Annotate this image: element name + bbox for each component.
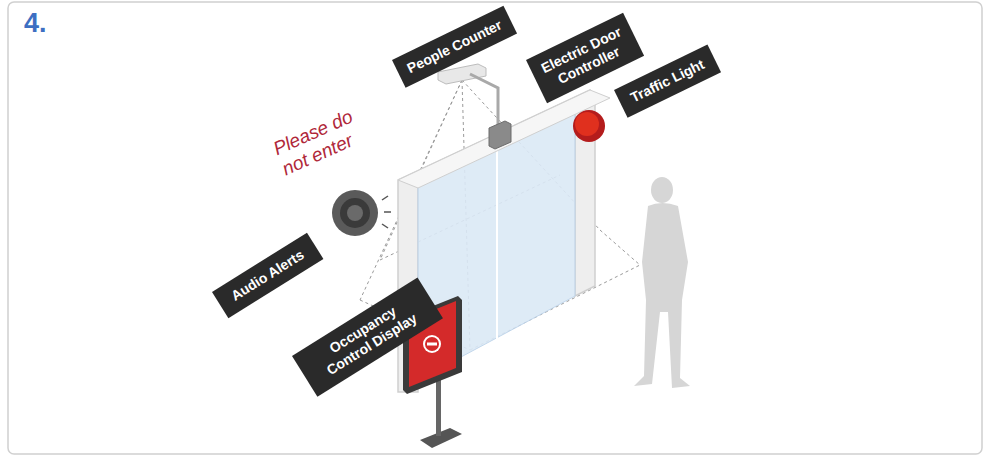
traffic-light-lamp: [575, 112, 599, 136]
person-silhouette: [634, 177, 690, 388]
frame-top: [398, 90, 610, 188]
tag-text: Audio Alerts: [224, 244, 311, 307]
door-controller-device: [489, 121, 511, 149]
door-frame: [398, 90, 595, 392]
speaker: [332, 190, 378, 236]
counter-arm: [470, 74, 498, 126]
frame-border: [8, 2, 982, 454]
door-split: [496, 148, 498, 340]
tag-text: Traffic Light: [626, 55, 709, 107]
tag-text: People Counter: [404, 16, 505, 77]
tag-text: Electric Door Controller: [538, 23, 632, 92]
label-tag: Audio Alerts: [212, 233, 323, 318]
traffic-light-housing: [573, 110, 605, 142]
audio-message: Please do not enter: [270, 103, 372, 180]
callout-number: 4.: [24, 8, 47, 39]
sound-lines: [382, 196, 391, 228]
